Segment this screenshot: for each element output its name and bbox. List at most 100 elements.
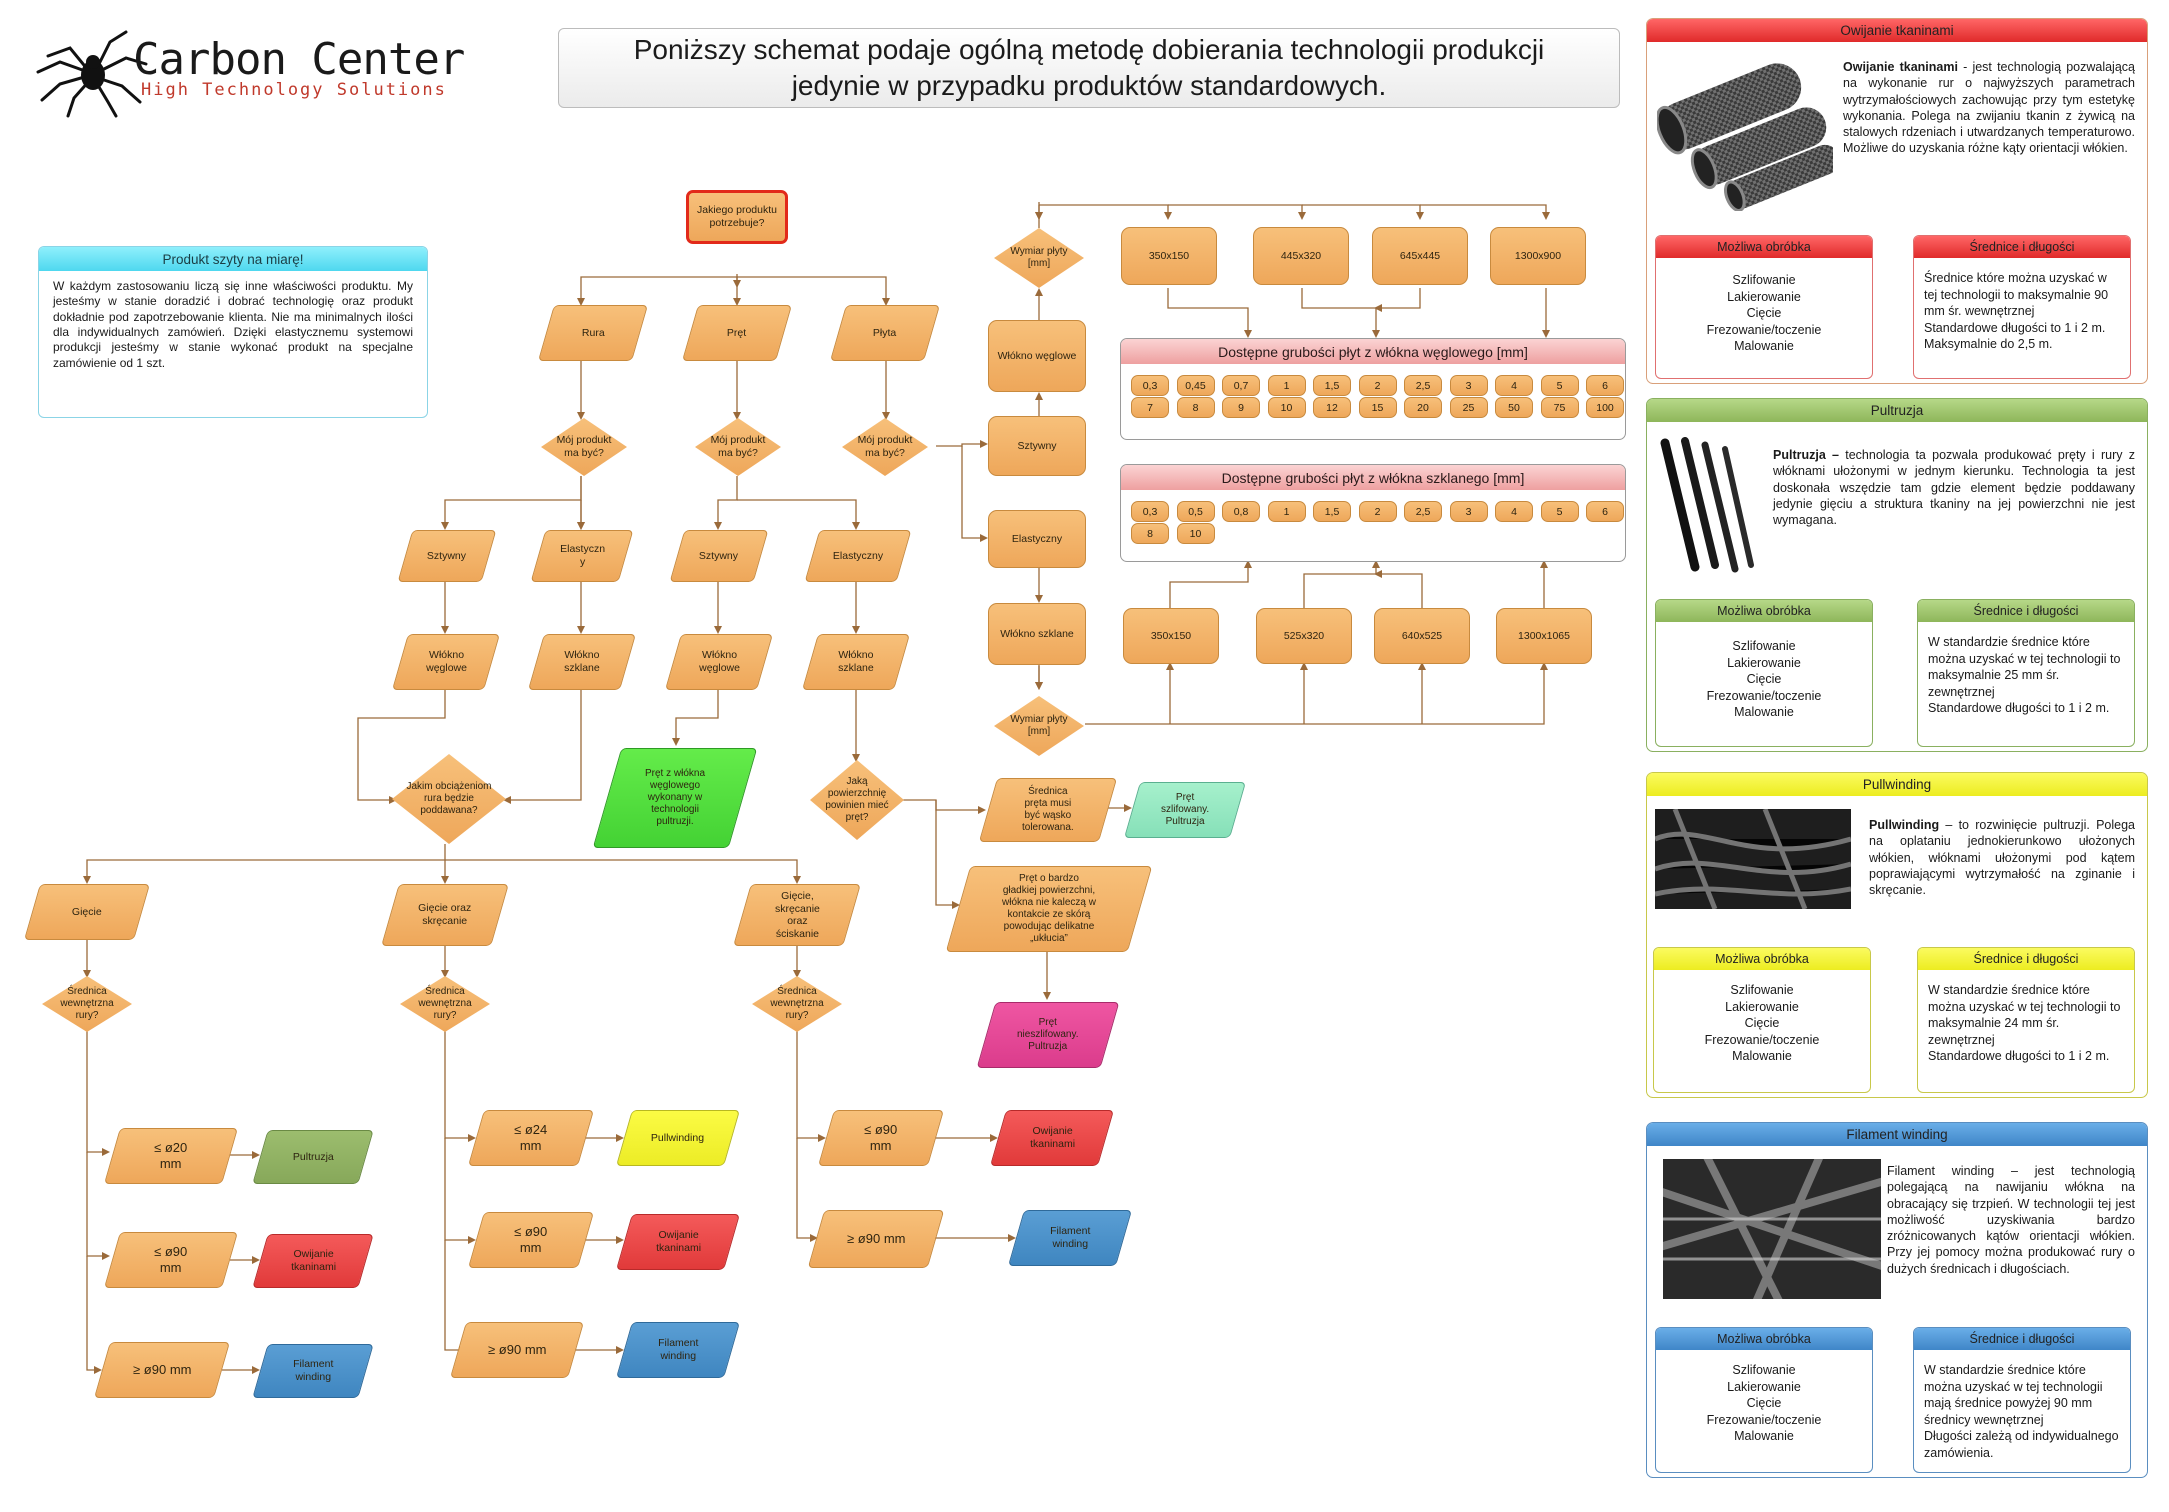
- question-pret-type: Mój produkt ma być?: [695, 418, 781, 476]
- carbon-chip: 7: [1131, 397, 1169, 418]
- panel-pultruzja-title: Pultruzja: [1647, 399, 2147, 422]
- diameter-le-90-c: ≤ ø90 mm: [817, 1110, 945, 1166]
- pret-gladka-powierzchnia: Pręt o bardzo gładkiej powierzchni, włók…: [945, 866, 1153, 952]
- carbon-chip: 1: [1267, 375, 1306, 396]
- panel-pullwinding-title: Pullwinding: [1647, 773, 2147, 796]
- result-pret-nieszlifowany: Pręt nieszlifowany. Pultruzja: [976, 1002, 1120, 1068]
- result-owijanie-b: Owijanie tkaninami: [615, 1214, 741, 1270]
- owijanie-dimensions-title: Średnice i długości: [1914, 236, 2130, 258]
- glass-chip: 0,3: [1131, 501, 1169, 522]
- company-logo: [30, 28, 510, 118]
- rura-elastyczny: Elastyczn y: [530, 530, 634, 582]
- page-title: Poniższy schemat podaje ogólną metodę do…: [558, 28, 1620, 108]
- rura-wlokno-szklane: Włókno szklane: [527, 634, 637, 690]
- carbon-chip: 8: [1176, 397, 1215, 418]
- custom-product-text: W każdym zastosowaniu liczą się inne wła…: [53, 279, 413, 370]
- result-owijanie-c: Owijanie tkaninami: [989, 1110, 1115, 1166]
- question-surface: Jaką powierzchnię powinien mieć pręt?: [810, 760, 904, 840]
- panel-filament-desc: Filament winding – jest technologią pole…: [1887, 1164, 2135, 1276]
- question-load: Jakim obciążeniom rura będzie poddawana?: [392, 754, 506, 844]
- owijanie-processing-box: Możliwa obróbka Szlifowanie Lakierowanie…: [1655, 235, 1873, 379]
- rura-sztywny: Sztywny: [397, 530, 497, 582]
- filament-dimensions-title: Średnice i długości: [1914, 1328, 2130, 1350]
- carbon-chip: 6: [1586, 375, 1624, 396]
- rura-wlokno-weglowe: Włókno węglowe: [391, 634, 501, 690]
- bottom-size-3: 640x525: [1374, 608, 1470, 664]
- filament-winding-image: [1663, 1159, 1881, 1299]
- pultruzja-processing-title: Możliwa obróbka: [1656, 600, 1872, 622]
- owijanie-dimensions-box: Średnice i długości Średnice które można…: [1913, 235, 2131, 379]
- panel-pultruzja: Pultruzja Pultruzja – technologia ta poz…: [1646, 398, 2148, 752]
- top-size-2: 445x320: [1253, 227, 1349, 285]
- custom-product-box: Produkt szyty na miarę! W każdym zastoso…: [38, 246, 428, 418]
- bottom-size-1: 350x150: [1123, 608, 1219, 664]
- pullwinding-processing-list: Szlifowanie Lakierowanie Cięcie Frezowan…: [1704, 983, 1820, 1063]
- question-diameter-3: Średnica wewnętrzna rury?: [752, 976, 842, 1032]
- filament-dimensions-box: Średnice i długości W standardzie średni…: [1913, 1327, 2131, 1473]
- pret-wlokno-szklane: Włókno szklane: [801, 634, 911, 690]
- carbon-chip: 12: [1313, 397, 1351, 418]
- spider-icon: [36, 30, 148, 118]
- carbon-chip: 3: [1449, 375, 1488, 396]
- result-pret-pultruzja: Pręt z włókna węglowego wykonany w techn…: [592, 748, 758, 848]
- panel-pullwinding-desc: Pullwinding – to rozwinięcie pultruzji. …: [1869, 818, 2135, 897]
- panel-owijanie-title: Owijanie tkaninami: [1647, 19, 2147, 42]
- glass-plates-panel: Dostępne grubości płyt z włókna szklaneg…: [1120, 464, 1626, 562]
- pret-srednica-tolerowana: Średnica pręta musi być wąsko tolerowana…: [978, 778, 1118, 842]
- load-giecie: Gięcie: [23, 884, 151, 940]
- pultruzja-dimensions-title: Średnice i długości: [1918, 600, 2134, 622]
- carbon-chip: 2: [1358, 375, 1397, 396]
- product-pret: Pręt: [681, 305, 793, 361]
- carbon-chip: 25: [1449, 397, 1488, 418]
- carbon-chip: 10: [1267, 397, 1306, 418]
- logo-subtitle: High Technology Solutions: [141, 80, 447, 100]
- filament-processing-box: Możliwa obróbka Szlifowanie Lakierowanie…: [1655, 1327, 1873, 1473]
- filament-dimensions-text: W standardzie średnice które można uzysk…: [1924, 1363, 2119, 1460]
- product-plyta: Płyta: [829, 305, 941, 361]
- carbon-chip: 50: [1495, 397, 1533, 418]
- plyta-wymiar-bottom: Wymiar płyty [mm]: [994, 696, 1084, 756]
- load-giecie-skrecanie: Gięcie oraz skręcanie: [381, 884, 509, 946]
- glass-chip: 3: [1449, 501, 1488, 522]
- logo-title: Carbon Center: [133, 34, 465, 85]
- owijanie-dimensions-text: Średnice które można uzyskać w tej techn…: [1924, 271, 2109, 351]
- glass-chip: 1: [1267, 501, 1306, 522]
- glass-chip: 5: [1540, 501, 1579, 522]
- pultruzja-processing-box: Możliwa obróbka Szlifowanie Lakierowanie…: [1655, 599, 1873, 747]
- carbon-chip: 0,3: [1131, 375, 1169, 396]
- glass-chip: 2,5: [1404, 501, 1442, 522]
- glass-chip: 0,8: [1222, 501, 1260, 522]
- pultruzja-dimensions-box: Średnice i długości W standardzie średni…: [1917, 599, 2135, 747]
- pultruzja-dimensions-text: W standardzie średnice które można uzysk…: [1928, 635, 2121, 715]
- glass-plates-title: Dostępne grubości płyt z włókna szklaneg…: [1121, 465, 1625, 490]
- carbon-plates-panel: Dostępne grubości płyt z włókna węgloweg…: [1120, 338, 1626, 440]
- panel-pultruzja-desc: Pultruzja – technologia ta pozwala produ…: [1773, 448, 2135, 527]
- result-pullwinding: Pullwinding: [615, 1110, 741, 1166]
- glass-chip: 2: [1358, 501, 1397, 522]
- result-pret-szlifowany: Pręt szlifowany. Pultruzja: [1123, 782, 1247, 838]
- product-rura: Rura: [537, 305, 649, 361]
- bottom-size-2: 525x320: [1256, 608, 1352, 664]
- carbon-chip: 9: [1222, 397, 1260, 418]
- braided-carbon-image: [1655, 809, 1851, 909]
- diameter-ge-90-c: ≥ ø90 mm: [807, 1210, 945, 1268]
- load-giecie-skrecanie-sciskanie: Gięcie, skręcanie oraz ściskanie: [733, 884, 861, 946]
- result-filament-b: Filament winding: [615, 1322, 741, 1378]
- carbon-chip: 1,5: [1313, 375, 1351, 396]
- bottom-size-4: 1300x1065: [1496, 608, 1592, 664]
- top-size-1: 350x150: [1121, 227, 1217, 285]
- question-rura-type: Mój produkt ma być?: [541, 418, 627, 476]
- glass-chip: 0,5: [1176, 501, 1215, 522]
- question-plyta-type: Mój produkt ma być?: [842, 418, 928, 476]
- diameter-le-20: ≤ ø20 mm: [103, 1128, 239, 1184]
- question-diameter-1: Średnica wewnętrzna rury?: [42, 976, 132, 1032]
- carbon-chip: 20: [1404, 397, 1442, 418]
- glass-chip: 4: [1495, 501, 1533, 522]
- carbon-chip: 75: [1540, 397, 1579, 418]
- result-filament-a: Filament winding: [252, 1344, 374, 1398]
- question-diameter-2: Średnica wewnętrzna rury?: [400, 976, 490, 1032]
- pullwinding-processing-box: Możliwa obróbka Szlifowanie Lakierowanie…: [1653, 947, 1871, 1093]
- glass-chip: 1,5: [1313, 501, 1351, 522]
- carbon-plates-title: Dostępne grubości płyt z włókna węgloweg…: [1121, 339, 1625, 364]
- carbon-chip: 4: [1495, 375, 1533, 396]
